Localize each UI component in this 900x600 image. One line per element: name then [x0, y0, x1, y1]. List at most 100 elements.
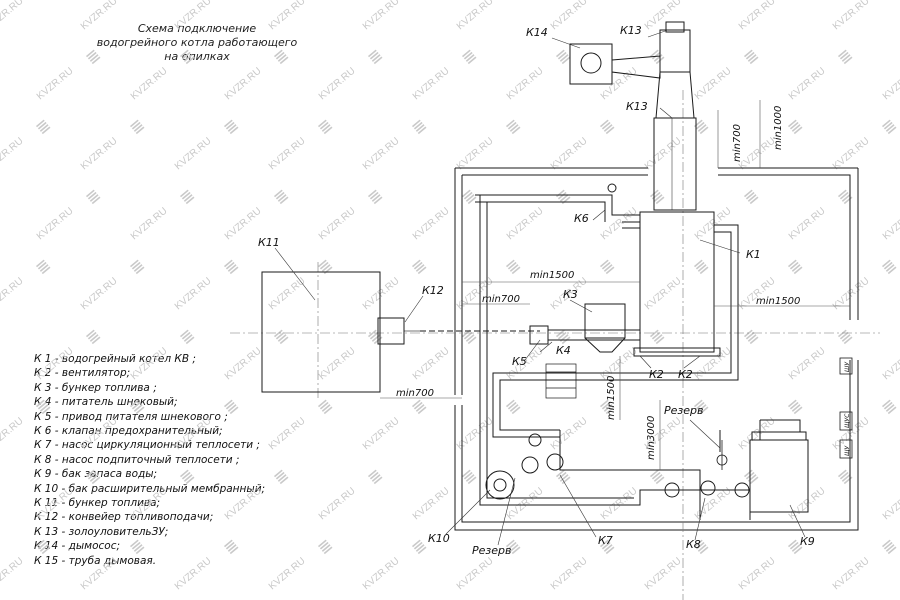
water-tank-k9: [749, 419, 809, 513]
ash-collector-k13: [655, 21, 695, 119]
watermark-text: KVZR.RU: [267, 0, 308, 32]
watermark-logo-icon: [882, 119, 897, 135]
label-k13: К13: [626, 100, 648, 113]
watermark-text: KVZR.RU: [505, 486, 546, 523]
watermark-logo-icon: [506, 399, 521, 415]
legend-item: К 11 - бункер топлива;: [34, 497, 161, 510]
watermark-text: KVZR.RU: [35, 66, 76, 103]
watermark-logo-icon: [788, 399, 803, 415]
label-reserve-2: Резерв: [472, 544, 511, 557]
watermark-text: KVZR.RU: [881, 206, 900, 243]
watermark-text: KVZR.RU: [549, 0, 590, 32]
watermark-text: KVZR.RU: [831, 416, 872, 453]
watermark-logo-icon: [180, 329, 195, 345]
watermark-logo-icon: [838, 49, 853, 65]
watermark-text: KVZR.RU: [831, 136, 872, 173]
watermark-logo-icon: [744, 329, 759, 345]
legend-item: К 2 - вентилятор;: [34, 367, 131, 380]
watermark-text: KVZR.RU: [787, 486, 828, 523]
title-line-1: Схема подключение: [137, 22, 257, 35]
steps-ladder: [545, 363, 577, 399]
watermark-logo-icon: [274, 49, 289, 65]
watermark-text: KVZR.RU: [317, 66, 358, 103]
dim-min700-low: min700: [396, 388, 434, 399]
watermark-text: KVZR.RU: [737, 0, 778, 32]
watermark-text: KVZR.RU: [317, 206, 358, 243]
watermark-logo-icon: [412, 539, 427, 555]
title-line-2: водогрейного котла работающего: [96, 36, 298, 49]
heating-pipework: [479, 195, 761, 520]
legend-item: К 5 - привод питателя шнекового ;: [34, 410, 228, 423]
watermark-text: KVZR.RU: [361, 0, 402, 32]
label-k7: К7: [598, 534, 613, 547]
watermark-text: KVZR.RU: [79, 276, 120, 313]
component-labels: К14 К13 К13 К11 К12 К1 К6 К3 К4 К5 К2 К2…: [258, 24, 815, 557]
label-reserve-1: Резерв: [664, 404, 703, 417]
watermark-text: KVZR.RU: [693, 346, 734, 383]
watermark-text: KVZR.RU: [79, 416, 120, 453]
watermark-text: KVZR.RU: [411, 486, 452, 523]
watermark-logo-icon: [36, 259, 51, 275]
watermark-text: KVZR.RU: [455, 136, 496, 173]
legend-item: К 14 - дымосос;: [34, 540, 121, 553]
safety-valve-k6: [475, 183, 640, 222]
watermark-text: KVZR.RU: [643, 276, 684, 313]
watermark-text: KVZR.RU: [693, 486, 734, 523]
watermark-text: KVZR.RU: [35, 346, 76, 383]
watermark-text: KVZR.RU: [0, 0, 26, 32]
label-k13-top: К13: [620, 24, 642, 37]
watermark-logo-icon: [36, 119, 51, 135]
flue-pipe-k15: [653, 117, 697, 211]
watermark-logo-icon: [368, 469, 383, 485]
watermark-logo-icon: [838, 329, 853, 345]
watermark-logo-icon: [318, 119, 333, 135]
watermark-logo-icon: [694, 259, 709, 275]
watermark-text: KVZR.RU: [361, 416, 402, 453]
watermark-text: KVZR.RU: [173, 136, 214, 173]
watermark-text: KVZR.RU: [411, 346, 452, 383]
label-k2-left: К2: [649, 368, 664, 381]
watermark-text: KVZR.RU: [549, 556, 590, 593]
watermark-logo-icon: [412, 259, 427, 275]
watermark-text: KVZR.RU: [411, 66, 452, 103]
watermark-text: KVZR.RU: [693, 66, 734, 103]
watermark-logo-icon: [318, 399, 333, 415]
side-tag-1: ШУ: [844, 362, 851, 372]
watermark-text: KVZR.RU: [129, 346, 170, 383]
legend-item: К 6 - клапан предохранительный;: [34, 425, 223, 438]
legend-item: К 7 - насос циркуляционный теплосети ;: [34, 439, 260, 452]
watermark-text: KVZR.RU: [79, 0, 120, 32]
watermark-logo-icon: [130, 259, 145, 275]
watermark-text: KVZR.RU: [267, 136, 308, 173]
dim-min1500-vertical: min1500: [606, 376, 617, 420]
smoke-exhauster-k14: [569, 43, 661, 85]
label-leaders: [274, 29, 806, 546]
legend-item: К 15 - труба дымовая.: [34, 554, 157, 567]
watermark-text: KVZR.RU: [549, 416, 590, 453]
watermark-logo-icon: [506, 259, 521, 275]
watermark-text: KVZR.RU: [831, 556, 872, 593]
watermark-logo-icon: [462, 329, 477, 345]
watermark-text: KVZR.RU: [79, 136, 120, 173]
watermark-text: KVZR.RU: [693, 206, 734, 243]
watermark-text: KVZR.RU: [129, 486, 170, 523]
watermark-text: KVZR.RU: [787, 346, 828, 383]
watermark-text: KVZR.RU: [599, 486, 640, 523]
watermark-text: KVZR.RU: [737, 416, 778, 453]
label-k2-right: К2: [678, 368, 693, 381]
side-tag-3: ЩУ: [844, 445, 851, 456]
watermark-logo-icon: [130, 539, 145, 555]
dim-min700-top: min700: [732, 124, 743, 162]
fuel-bunker-k11: [261, 271, 420, 393]
watermark-logo-icon: [86, 469, 101, 485]
watermark-text: KVZR.RU: [737, 556, 778, 593]
watermark-text: KVZR.RU: [643, 136, 684, 173]
component-legend: К 1 - водогрейный котел КВ ; К 2 - венти…: [34, 352, 265, 568]
watermark-text: KVZR.RU: [267, 556, 308, 593]
watermark-text: KVZR.RU: [267, 416, 308, 453]
watermark-text: KVZR.RU: [223, 346, 264, 383]
watermark-text: KVZR.RU: [505, 66, 546, 103]
watermark-text: KVZR.RU: [599, 346, 640, 383]
watermark-logo-icon: [788, 119, 803, 135]
